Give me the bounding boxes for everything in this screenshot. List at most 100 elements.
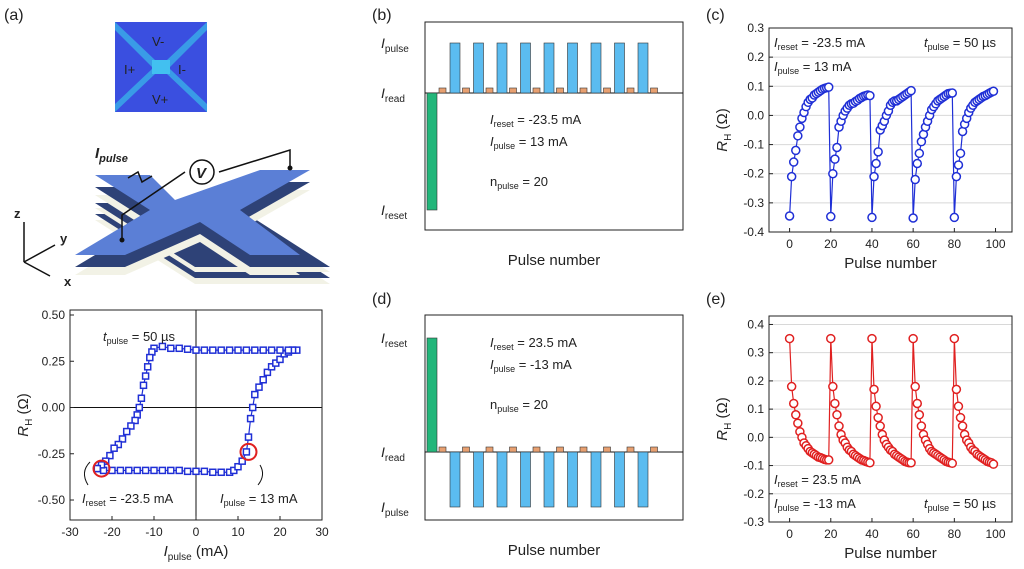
- read-pulse-bar: [485, 87, 494, 94]
- data-point: [251, 390, 259, 399]
- level-symbol: I: [381, 499, 385, 515]
- read-pulse-bar: [603, 87, 611, 94]
- read-pulse-bar: [626, 87, 635, 94]
- level-symbol: I: [381, 202, 385, 218]
- level-symbol: I: [381, 330, 385, 346]
- voltmeter-icon: [189, 159, 215, 185]
- annotation-d-ipulse: Ipulse = -13 mA: [490, 357, 572, 374]
- data-point: [135, 403, 144, 412]
- panel-label-b: (b): [372, 7, 392, 24]
- pulse-current-label: Ipulse: [95, 145, 128, 165]
- data-point: [834, 421, 844, 431]
- y-tick-label: 0.4: [747, 317, 764, 331]
- level-label: Iread: [381, 444, 405, 464]
- data-point: [908, 213, 918, 223]
- data-point: [209, 346, 217, 354]
- x-tick-label: 100: [986, 527, 1006, 541]
- data-point: [267, 346, 276, 354]
- write-pulse-bar: [496, 451, 508, 508]
- y-tick-label: -0.1: [743, 459, 764, 473]
- data-point: [867, 333, 877, 344]
- data-point: [786, 171, 797, 182]
- level-label: Ireset: [381, 202, 407, 222]
- contact-v-minus: V-: [152, 34, 164, 49]
- data-point: [869, 171, 879, 182]
- read-pulse-bar: [462, 446, 470, 453]
- level-label: Ireset: [381, 330, 407, 350]
- contact-i-plus: I+: [124, 62, 135, 77]
- write-pulse-bar: [590, 451, 602, 508]
- read-pulse-bar: [650, 446, 658, 453]
- data-point: [826, 333, 836, 344]
- write-pulse-bar: [449, 42, 461, 94]
- level-label: Ipulse: [381, 35, 409, 55]
- data-point: [823, 455, 834, 465]
- read-pulse-bar: [438, 446, 447, 453]
- x-axis-label-symbol: I: [164, 543, 168, 560]
- arrow-ireset: [84, 461, 91, 486]
- y-tick-label: 0.00: [42, 401, 66, 415]
- read-pulse-bar: [650, 87, 658, 94]
- data-point: [788, 398, 799, 409]
- data-point: [908, 333, 918, 344]
- write-pulse-bar: [520, 451, 531, 508]
- highlight-circle-ipulse: [239, 442, 258, 461]
- data-point: [784, 333, 795, 344]
- write-pulse-bar: [637, 451, 649, 508]
- data-point: [826, 211, 836, 222]
- panel-label-e: (e): [706, 291, 726, 308]
- arrow-ipulse: [257, 464, 264, 486]
- y-tick-label: -0.50: [38, 493, 66, 507]
- data-point: [788, 157, 799, 167]
- data-point: [793, 418, 803, 428]
- annotation-b-ipulse: Ipulse = 13 mA: [490, 134, 568, 151]
- data-point: [914, 410, 925, 420]
- data-point: [141, 372, 150, 380]
- y-tick-label: 0.3: [747, 346, 764, 360]
- write-pulse-bar: [520, 42, 531, 94]
- data-point: [914, 148, 925, 159]
- contact-v-plus: V+: [152, 92, 168, 107]
- data-point: [122, 427, 131, 436]
- data-point: [875, 421, 885, 431]
- data-point: [200, 346, 209, 354]
- x-axis-label: Pulse number: [844, 255, 937, 272]
- data-point: [192, 346, 200, 354]
- data-point: [146, 353, 154, 362]
- read-pulse-bar: [509, 87, 517, 94]
- read-pulse-bar: [462, 87, 470, 94]
- read-pulse-bar: [532, 446, 541, 453]
- annotation-a-ireset: Ireset = -23.5 mA: [82, 491, 174, 508]
- x-tick-label: -20: [103, 525, 121, 539]
- data-point: [259, 346, 267, 354]
- data-point: [131, 416, 139, 425]
- voltmeter-label: V: [196, 165, 208, 182]
- panel-label-d: (d): [372, 291, 392, 308]
- data-point: [263, 368, 272, 377]
- data-point: [242, 448, 251, 456]
- write-pulse-bar: [543, 451, 555, 508]
- write-pulse-bar: [614, 451, 625, 508]
- data-point: [200, 467, 209, 476]
- read-pulse-bar: [556, 446, 564, 453]
- data-point: [912, 398, 923, 409]
- level-subscript: reset: [385, 339, 407, 350]
- data-point: [127, 422, 135, 430]
- level-symbol: I: [381, 35, 385, 51]
- data-point: [865, 90, 875, 101]
- data-point: [830, 154, 840, 164]
- x-tick-label: -10: [145, 525, 163, 539]
- y-axis-label-symbol: R: [15, 426, 32, 437]
- data-point: [955, 412, 966, 423]
- write-pulse-bar: [590, 42, 602, 94]
- data-point: [284, 346, 293, 354]
- data-point: [947, 458, 958, 469]
- y-axis-label-unit: (Ω): [15, 393, 32, 418]
- data-point: [234, 346, 242, 354]
- level-symbol: I: [381, 444, 385, 460]
- annotation-a-ipulse: Ipulse = 13 mA: [220, 491, 298, 508]
- read-pulse-bar: [438, 87, 447, 94]
- x-axis-label: Pulse number: [508, 252, 601, 269]
- data-point: [175, 466, 183, 475]
